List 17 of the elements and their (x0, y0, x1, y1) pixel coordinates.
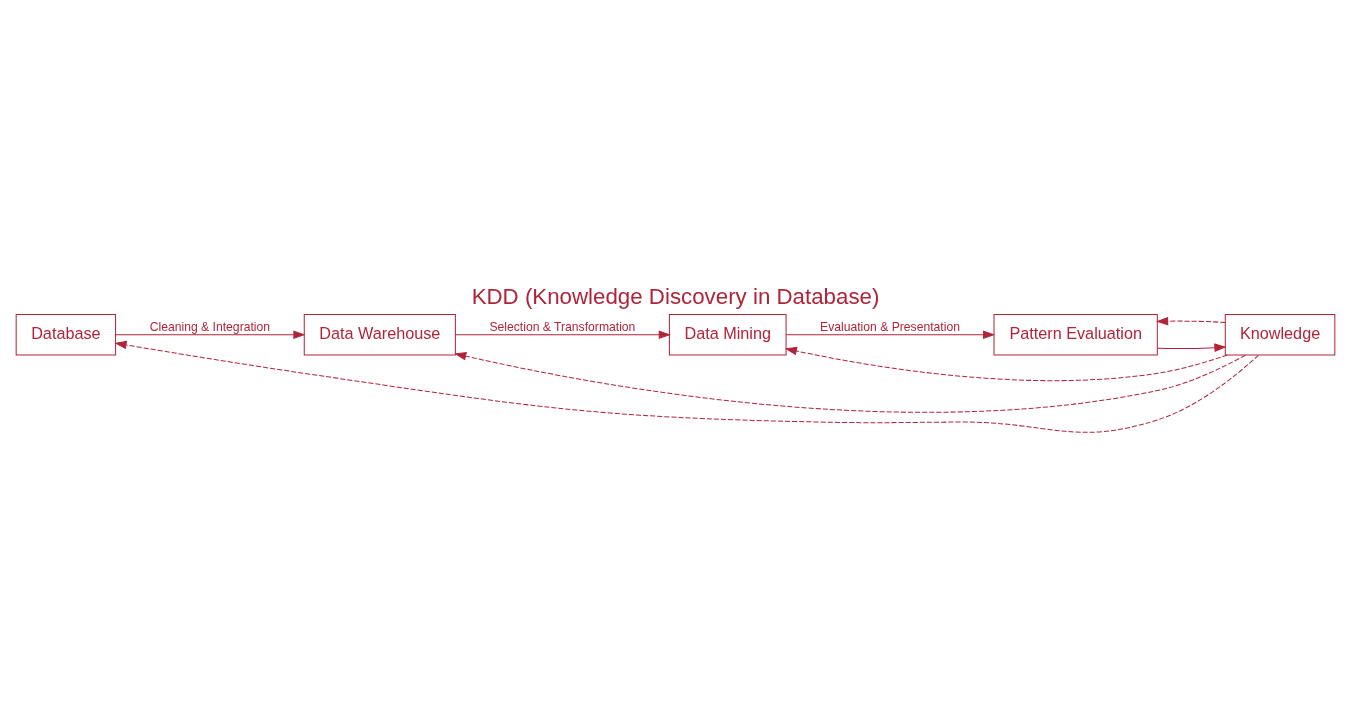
edge-label: Evaluation & Presentation (820, 319, 960, 334)
arrow (115, 330, 306, 339)
edge-label: Selection & Transformation (489, 319, 636, 334)
diagram-title: KDD (Knowledge Discovery in Database) (471, 283, 880, 309)
arrow (1156, 316, 1226, 325)
arrow (784, 346, 1228, 381)
node-box: Data Mining (668, 313, 787, 356)
arrow (454, 351, 1246, 413)
node-box: Database (15, 313, 117, 356)
arrow (114, 340, 1259, 433)
node-box: Knowledge (1224, 313, 1336, 356)
edge-label: Cleaning & Integration (149, 319, 271, 334)
node-box: Pattern Evaluation (993, 313, 1158, 356)
arrow (454, 330, 671, 339)
node-box: Data Warehouse (303, 313, 456, 356)
arrow (785, 330, 996, 339)
arrow (1157, 342, 1227, 352)
